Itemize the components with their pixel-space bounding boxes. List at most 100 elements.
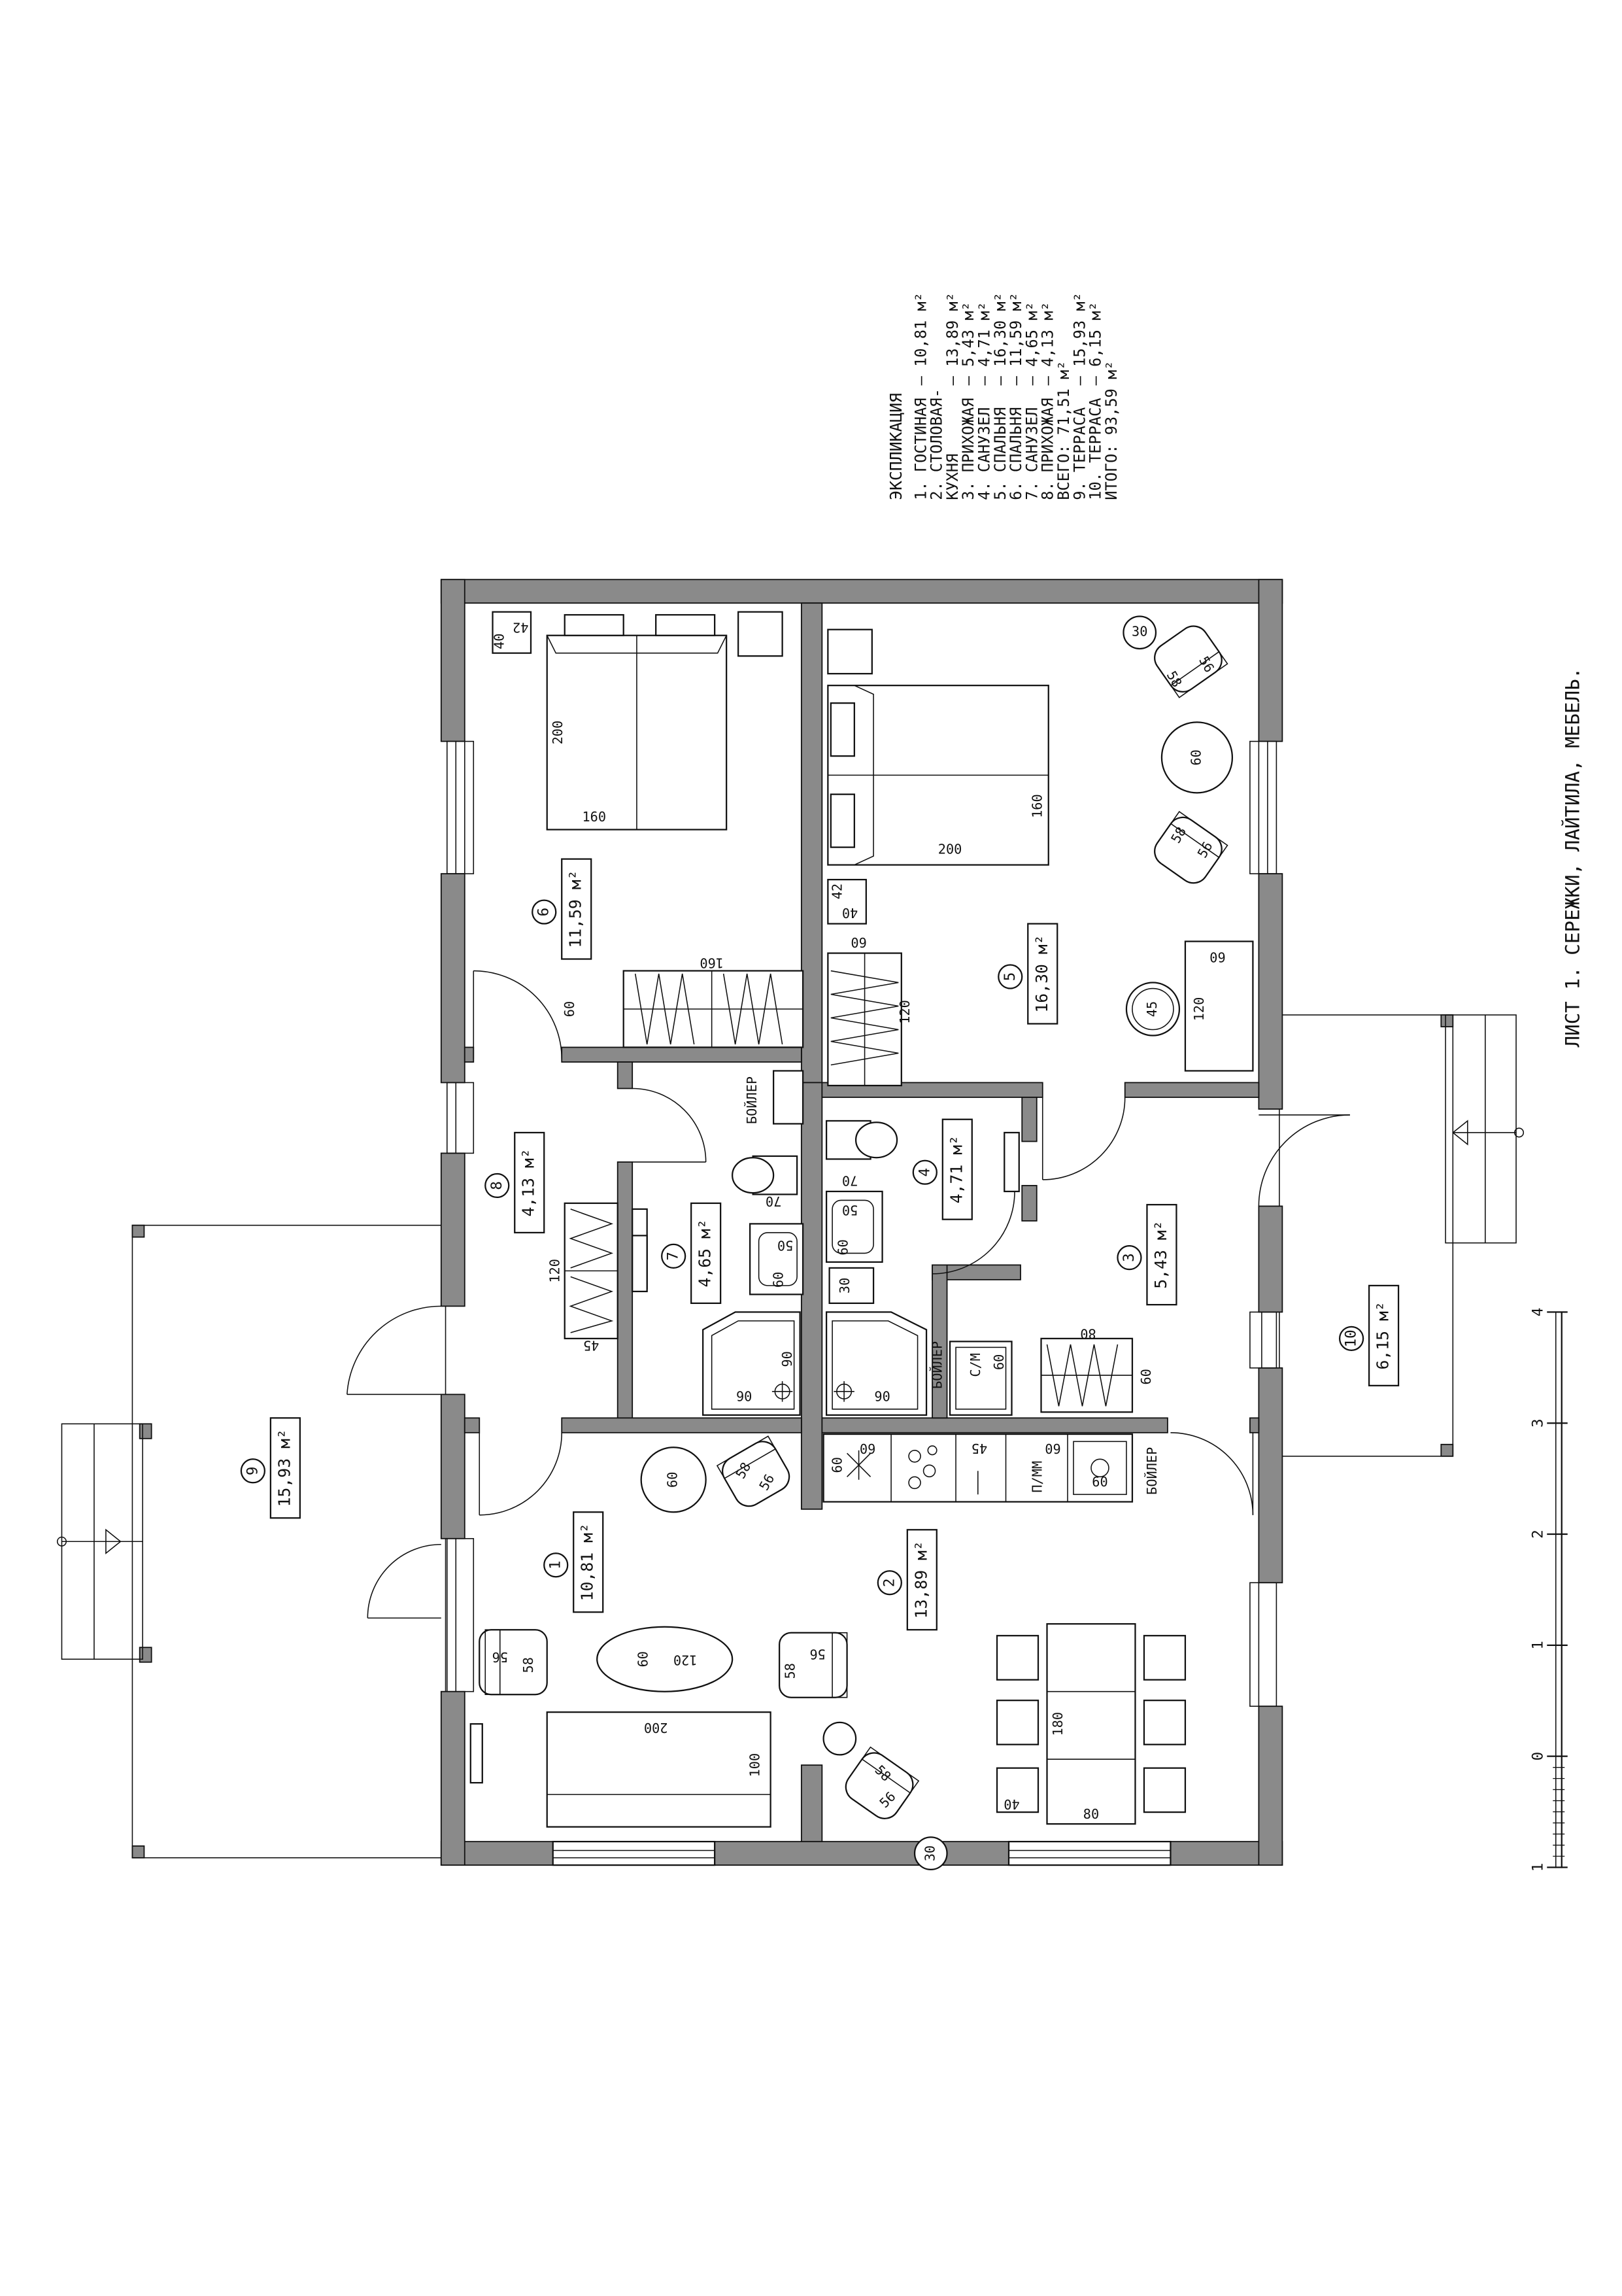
room-3-furniture [1040, 1337, 1134, 1413]
dimension-shower-b: 90 [736, 1388, 752, 1404]
dimension-chair-b: 56 [809, 1647, 825, 1662]
dimension-shower-a: 90 [779, 1351, 795, 1367]
room-area: 5,43 м² [1151, 1221, 1170, 1289]
room-number: 2 [881, 1578, 898, 1587]
room-area: 6,15 м² [1374, 1301, 1393, 1369]
doors [346, 970, 1350, 1619]
scale-tick-label: 1 [1529, 1863, 1546, 1872]
dimension-bed6-w: 160 [582, 809, 606, 825]
dimension-sink4-b: 60 [836, 1239, 851, 1255]
dimension-boiler: БОЙЛЕР [1144, 1447, 1160, 1495]
dimension-wardrobe5-b: 120 [897, 1000, 913, 1024]
dimension-boiler: БОЙЛЕР [744, 1076, 760, 1124]
explication-row-area: – 16,30 м² [991, 292, 1009, 385]
dimension-sink4-a: 50 [842, 1202, 858, 1218]
kitchen-counter [822, 1433, 1134, 1503]
dimension-wardrobe8-b: 45 [583, 1337, 599, 1353]
room-label-10: 10 6,15 м² [1338, 1284, 1400, 1386]
explication-row-area: – 11,59 м² [1007, 292, 1025, 385]
room-5-furniture [827, 615, 1254, 1087]
room-8-furniture [564, 1202, 648, 1339]
room-area: 16,30 м² [1032, 934, 1051, 1012]
room-number: 10 [1343, 1329, 1360, 1347]
dimension-nightstand6-a: 40 [491, 634, 507, 649]
terrace-9 [56, 1224, 447, 1859]
room-area: 4,13 м² [519, 1148, 538, 1216]
dimension-table1-b: 60 [635, 1651, 651, 1667]
room-number: 7 [665, 1252, 682, 1261]
room-label-7: 7 4,65 м² [661, 1202, 722, 1305]
dimension-wc7: 70 [766, 1193, 781, 1209]
dimension-wm-d: 60 [991, 1354, 1007, 1370]
explication-row-name: 10. ТЕРРАСА [1087, 398, 1105, 500]
dimension-table1-a: 120 [673, 1653, 698, 1668]
dimension-sofa-b: 100 [747, 1753, 763, 1777]
dimension-chair-a: 58 [783, 1663, 798, 1679]
explication-row-name: ИТОГО: 93,59 м² [1102, 361, 1121, 500]
dimension-wardrobe8-a: 120 [547, 1259, 563, 1283]
dimension-wardrobe5-a: 60 [851, 934, 866, 950]
explication-row-name: КУХНЯ [943, 454, 962, 500]
sheet-title: ЛИСТ 1. СЕРЕЖКИ, ЛАЙТИЛА, МЕБЕЛЬ. [1561, 668, 1584, 1048]
dimension-wardrobe3-b: 60 [1138, 1369, 1154, 1384]
room-area: 15,93 м² [275, 1429, 294, 1507]
dimension-round1: 60 [665, 1472, 681, 1488]
dimension-dining-a: 180 [1050, 1712, 1066, 1736]
room-area: 4,71 м² [947, 1135, 966, 1203]
dimension-dining-b: 80 [1083, 1806, 1099, 1822]
dimension-labels: 1602001606040421602004042601206058563058… [491, 620, 1225, 1862]
dimension-chair-a: 58 [520, 1657, 536, 1673]
explication-row-name: 3. ПРИХОЖАЯ [959, 398, 977, 500]
dimension-stool: 30 [922, 1845, 938, 1861]
dimension-wm: С/М [968, 1353, 983, 1377]
explication-row-name: ВСЕГО: 71,51 м² [1055, 361, 1073, 500]
room-area: 4,65 м² [696, 1219, 715, 1287]
dimension-wardrobe3-a: 80 [1080, 1326, 1096, 1341]
room-label-9: 9 15,93 м² [240, 1417, 301, 1519]
room-area: 13,89 м² [911, 1541, 930, 1619]
explication-row-name: 5. СПАЛЬНЯ [991, 407, 1009, 500]
dimension-pouf: 45 [1144, 1001, 1160, 1017]
room-number: 8 [488, 1181, 505, 1190]
inner-walls [464, 602, 1260, 1843]
dimension-nightstand5-b: 42 [830, 883, 845, 899]
explication-row-area: – 15,93 м² [1070, 292, 1089, 385]
dimension-cab4: 30 [837, 1278, 853, 1294]
explication-row-name: 1. ГОСТИНАЯ [911, 398, 930, 500]
explication-row-name: 2. СТОЛОВАЯ- [928, 388, 946, 500]
room-label-8: 8 4,13 м² [484, 1131, 545, 1234]
dimension-stool: 30 [1132, 624, 1147, 640]
dimension-nightstand6-b: 42 [513, 620, 528, 636]
dimension-table5-r: 60 [1188, 749, 1204, 765]
dimension-k45: 45 [972, 1441, 987, 1456]
terrace-10 [1279, 1014, 1525, 1457]
dimension-bed5-l: 200 [938, 842, 962, 857]
room-4-fixtures [825, 1120, 1020, 1416]
dimension-pmm: П/ММ [1030, 1461, 1045, 1493]
room-number: 9 [244, 1467, 261, 1476]
dimension-k60d: 60 [1092, 1474, 1107, 1490]
explication-row-name: 4. САНУЗЕЛ [975, 407, 994, 500]
dimension-boiler: БОЙЛЕР [930, 1341, 945, 1389]
explication-row-area: – 13,89 м² [943, 292, 962, 385]
scale-tick-label: 1 [1529, 1641, 1546, 1650]
scale-tick-label: 3 [1529, 1418, 1546, 1428]
room-number: 1 [547, 1560, 564, 1569]
scale-tick-label: 0 [1529, 1752, 1546, 1761]
dimension-shower-a: 90 [874, 1388, 890, 1404]
dimension-bed5-w: 160 [1030, 794, 1045, 818]
explication-row-area: – 5,43 м² [959, 301, 977, 385]
dining-set [996, 1623, 1187, 1825]
scale-tick-label: 4 [1529, 1308, 1546, 1317]
explication-row-name: 8. ПРИХОЖАЯ [1039, 398, 1057, 500]
dimension-sofa-a: 200 [644, 1720, 668, 1736]
dimension-desk5-a: 60 [1209, 950, 1225, 965]
explication-row-name: 6. СПАЛЬНЯ [1007, 407, 1025, 500]
